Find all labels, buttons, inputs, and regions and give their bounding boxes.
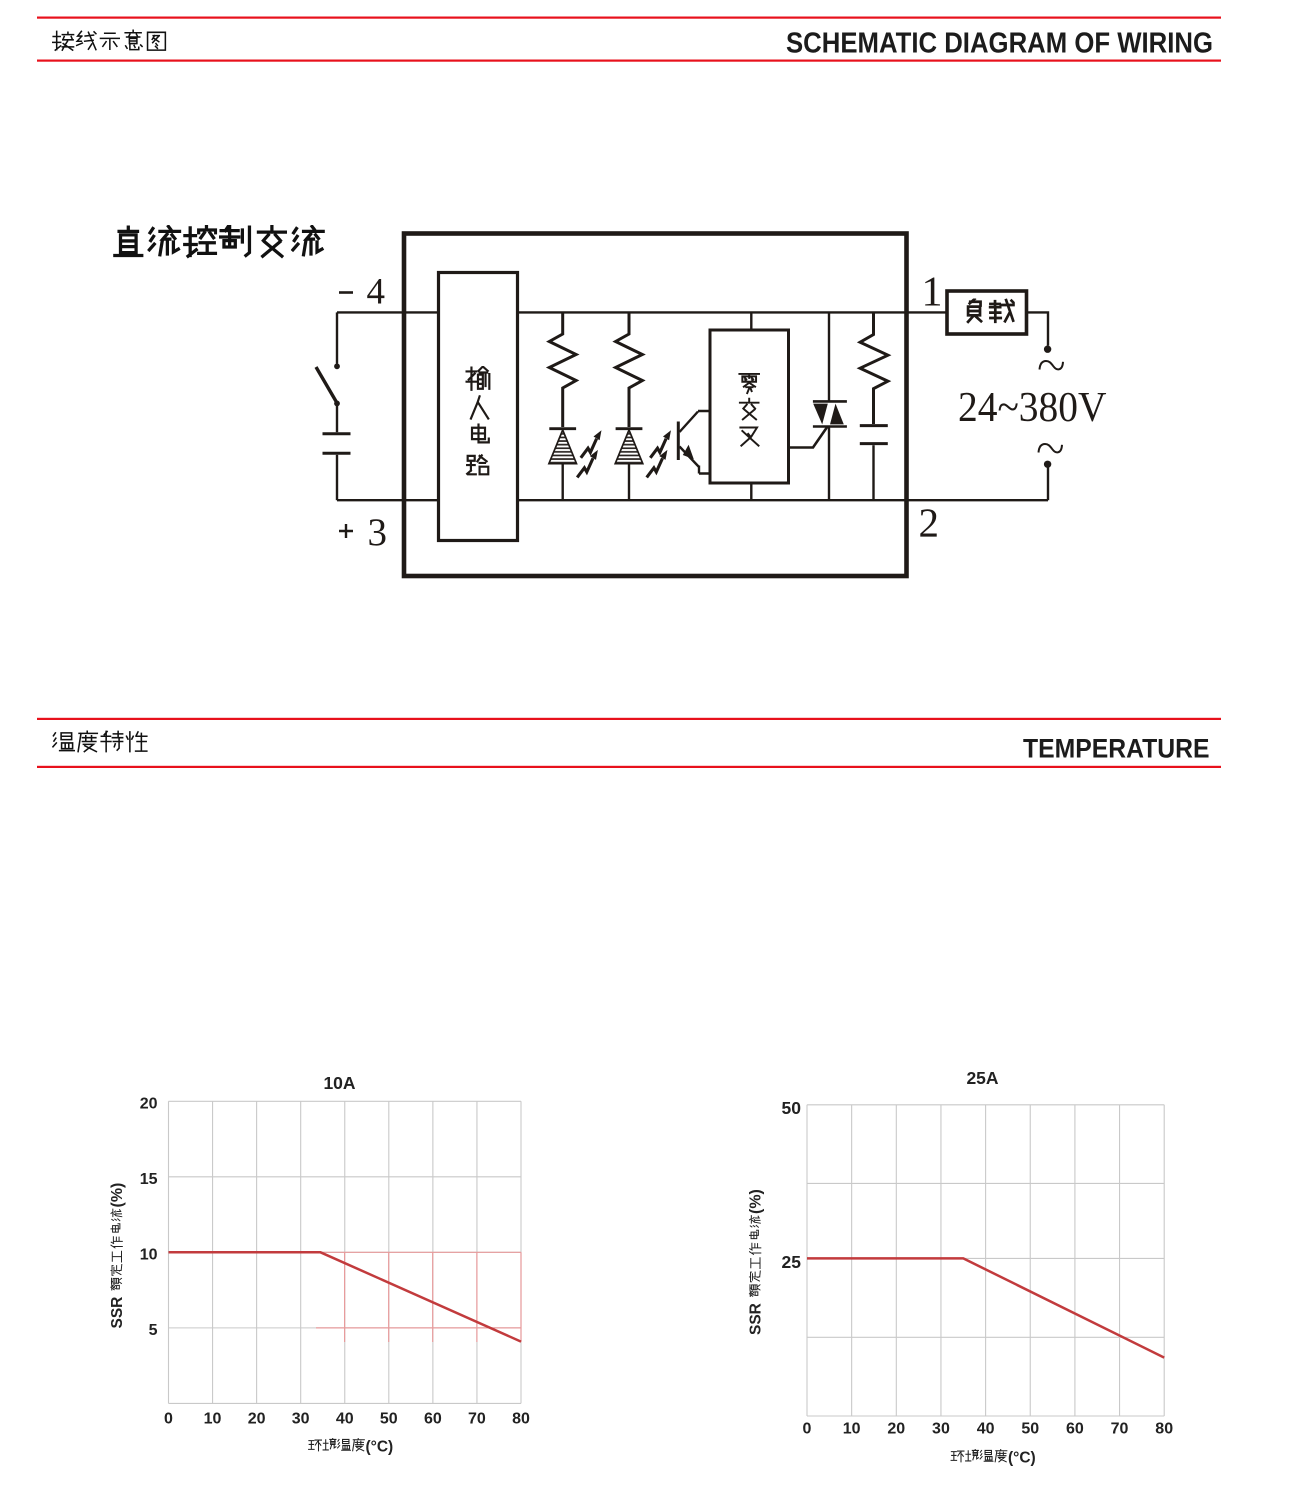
svg-text:20: 20	[248, 1411, 266, 1428]
svg-text:(°C): (°C)	[1008, 1450, 1036, 1467]
svg-text:0: 0	[164, 1411, 173, 1428]
svg-text:40: 40	[977, 1421, 995, 1438]
svg-text:TEMPERATURE: TEMPERATURE	[1023, 734, 1210, 764]
svg-text:SSR: SSR	[748, 1303, 765, 1335]
svg-text:80: 80	[1155, 1421, 1173, 1438]
svg-text:20: 20	[140, 1096, 158, 1113]
svg-text:50: 50	[380, 1411, 398, 1428]
svg-text:20: 20	[887, 1421, 905, 1438]
svg-text:0: 0	[803, 1421, 812, 1438]
svg-text:5: 5	[149, 1322, 158, 1339]
svg-text:(%): (%)	[748, 1189, 765, 1214]
svg-text:4: 4	[367, 272, 386, 313]
svg-text:SSR: SSR	[109, 1297, 126, 1329]
svg-text:SCHEMATIC DIAGRAM OF WIRING: SCHEMATIC DIAGRAM OF WIRING	[786, 28, 1213, 60]
svg-text:25: 25	[782, 1252, 802, 1272]
svg-text:25A: 25A	[966, 1068, 998, 1088]
svg-text:24~380V: 24~380V	[958, 385, 1107, 431]
svg-text:60: 60	[1066, 1421, 1084, 1438]
svg-text:1: 1	[922, 270, 943, 316]
svg-text:15: 15	[140, 1171, 158, 1188]
svg-text:2: 2	[919, 500, 940, 546]
svg-text:70: 70	[1111, 1421, 1129, 1438]
svg-text:(%): (%)	[109, 1183, 126, 1208]
svg-text:60: 60	[424, 1411, 442, 1428]
svg-text:30: 30	[932, 1421, 950, 1438]
svg-text:(°C): (°C)	[366, 1439, 394, 1456]
svg-text:10: 10	[204, 1411, 222, 1428]
svg-text:50: 50	[1021, 1421, 1039, 1438]
svg-text:80: 80	[512, 1411, 530, 1428]
svg-text:10A: 10A	[323, 1073, 355, 1093]
svg-text:3: 3	[368, 511, 388, 554]
svg-text:40: 40	[336, 1411, 354, 1428]
svg-text:50: 50	[782, 1098, 802, 1118]
svg-text:30: 30	[292, 1411, 310, 1428]
svg-text:70: 70	[468, 1411, 486, 1428]
svg-text:10: 10	[140, 1247, 158, 1264]
svg-text:10: 10	[843, 1421, 861, 1438]
